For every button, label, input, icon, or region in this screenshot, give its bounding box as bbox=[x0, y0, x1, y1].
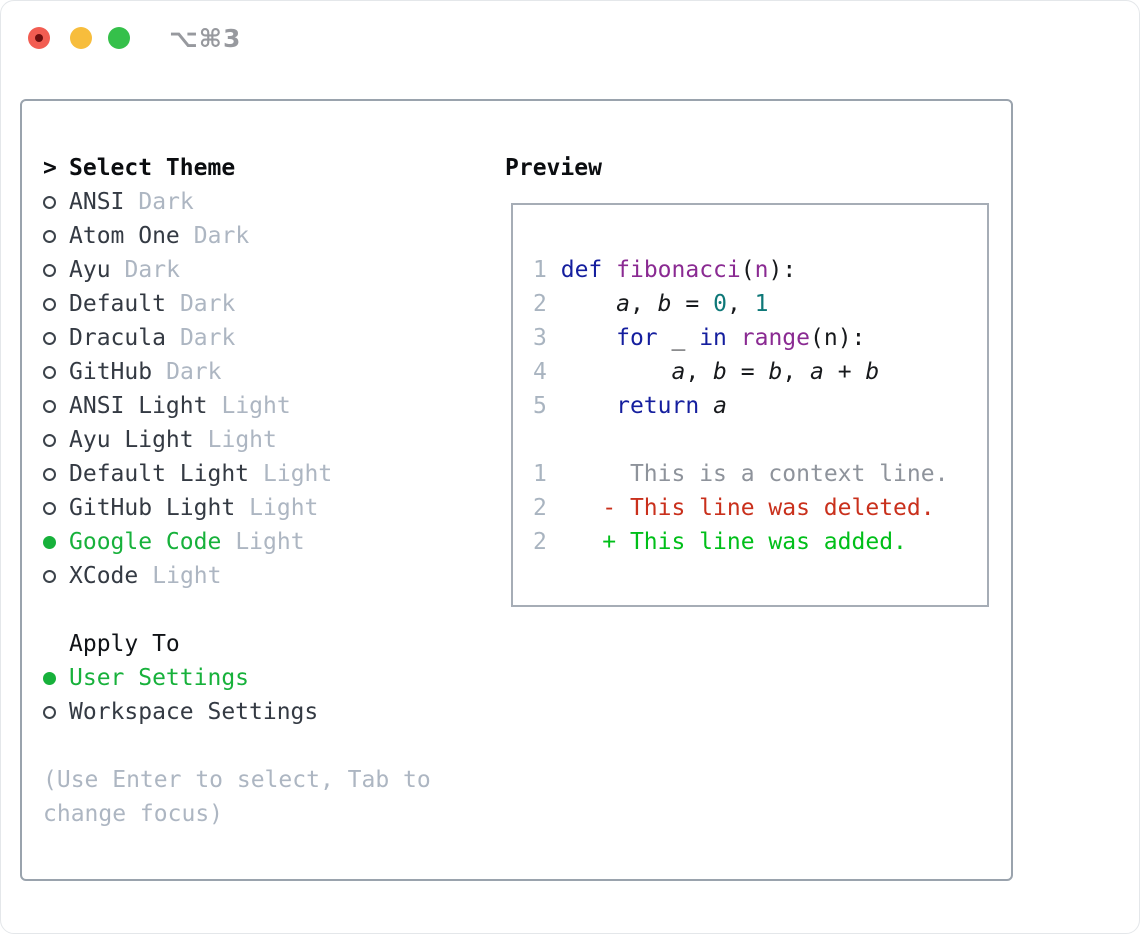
window-title: ⌥⌘3 bbox=[169, 23, 242, 53]
theme-variant-tag: Light bbox=[235, 529, 305, 555]
theme-variant-tag: Light bbox=[221, 393, 291, 419]
apply-option-user-settings[interactable]: User Settings bbox=[43, 661, 431, 695]
theme-variant-tag: Light bbox=[249, 495, 319, 521]
section-title: Apply To bbox=[69, 631, 180, 657]
theme-name: Default bbox=[69, 291, 166, 317]
preview-header: Preview bbox=[505, 155, 602, 181]
code-line: 3 for _ in range(n): bbox=[533, 325, 866, 351]
code-line: 4 a, b = b, a + b bbox=[533, 359, 880, 385]
theme-name: Google Code bbox=[69, 529, 222, 555]
radio-icon bbox=[43, 559, 69, 593]
theme-name: Ayu Light bbox=[69, 427, 194, 453]
theme-name: ANSI bbox=[69, 189, 125, 215]
radio-icon bbox=[43, 321, 69, 355]
theme-name: GitHub bbox=[69, 359, 153, 385]
radio-icon bbox=[43, 457, 69, 491]
code-line: 2 a, b = 0, 1 bbox=[533, 291, 769, 317]
theme-option-github-dark[interactable]: GitHub Dark bbox=[43, 355, 431, 389]
code-line-blank bbox=[533, 423, 948, 457]
radio-icon bbox=[43, 219, 69, 253]
radio-icon bbox=[43, 287, 69, 321]
help-text-line-1: (Use Enter to select, Tab to bbox=[43, 767, 431, 793]
diff-context-line: 1 This is a context line. bbox=[533, 461, 949, 487]
theme-variant-tag: Dark bbox=[138, 189, 194, 215]
cursor-marker: > bbox=[43, 151, 69, 185]
radio-icon bbox=[43, 389, 69, 423]
apply-option-label: User Settings bbox=[69, 665, 250, 691]
radio-selected-icon bbox=[43, 525, 69, 559]
theme-option-dracula-dark[interactable]: Dracula Dark bbox=[43, 321, 431, 355]
theme-variant-tag: Light bbox=[263, 461, 333, 487]
theme-option-ayu-dark[interactable]: Ayu Dark bbox=[43, 253, 431, 287]
radio-icon bbox=[43, 253, 69, 287]
theme-option-default-dark[interactable]: Default Dark bbox=[43, 287, 431, 321]
radio-icon bbox=[43, 423, 69, 457]
theme-name: Default Light bbox=[69, 461, 250, 487]
radio-icon bbox=[43, 185, 69, 219]
theme-variant-tag: Dark bbox=[179, 291, 236, 317]
theme-variant-tag: Dark bbox=[193, 223, 250, 249]
theme-list: > Select Theme ANSI Dark Atom One Dark A… bbox=[43, 151, 431, 831]
theme-variant-tag: Dark bbox=[166, 359, 222, 385]
select-theme-header: > Select Theme bbox=[43, 151, 431, 185]
spacer bbox=[43, 729, 431, 763]
preview-box: 1 def fibonacci(n): 2 a, b = 0, 1 3 for … bbox=[511, 203, 989, 607]
theme-name: GitHub Light bbox=[69, 495, 236, 521]
theme-option-atom-one-dark[interactable]: Atom One Dark bbox=[43, 219, 431, 253]
theme-name: XCode bbox=[69, 563, 139, 589]
theme-option-ansi-dark[interactable]: ANSI Dark bbox=[43, 185, 431, 219]
theme-variant-tag: Light bbox=[152, 563, 222, 589]
theme-variant-tag: Dark bbox=[179, 325, 236, 351]
apply-option-label: Workspace Settings bbox=[69, 699, 319, 725]
code-line: 5 return a bbox=[533, 393, 727, 419]
theme-option-ayu-light[interactable]: Ayu Light Light bbox=[43, 423, 431, 457]
marker-empty bbox=[43, 627, 69, 661]
help-text-line-2: change focus) bbox=[43, 801, 224, 827]
theme-option-default-light[interactable]: Default Light Light bbox=[43, 457, 431, 491]
radio-icon bbox=[43, 355, 69, 389]
section-title: Select Theme bbox=[69, 155, 236, 181]
close-button[interactable] bbox=[28, 27, 50, 49]
theme-option-google-code-light[interactable]: Google Code Light bbox=[43, 525, 431, 559]
spacer bbox=[43, 593, 431, 627]
theme-option-github-light[interactable]: GitHub Light Light bbox=[43, 491, 431, 525]
theme-name: Dracula bbox=[69, 325, 166, 351]
code-line: 1 def fibonacci(n): bbox=[533, 257, 797, 283]
apply-to-header: Apply To bbox=[43, 627, 431, 661]
theme-variant-tag: Light bbox=[207, 427, 277, 453]
theme-picker-panel: > Select Theme ANSI Dark Atom One Dark A… bbox=[20, 99, 1013, 881]
diff-deleted-line: 2 - This line was deleted. bbox=[533, 495, 935, 521]
theme-name: Ayu bbox=[69, 257, 111, 283]
minimize-button[interactable] bbox=[70, 27, 92, 49]
diff-added-line: 2 + This line was added. bbox=[533, 529, 907, 555]
theme-name: Atom One bbox=[69, 223, 180, 249]
theme-option-ansi-light[interactable]: ANSI Light Light bbox=[43, 389, 431, 423]
theme-option-xcode-light[interactable]: XCode Light bbox=[43, 559, 431, 593]
code-preview: 1 def fibonacci(n): 2 a, b = 0, 1 3 for … bbox=[533, 253, 948, 559]
apply-option-workspace-settings[interactable]: Workspace Settings bbox=[43, 695, 431, 729]
radio-selected-icon bbox=[43, 661, 69, 695]
cursor-icon: > bbox=[43, 155, 57, 181]
radio-icon bbox=[43, 695, 69, 729]
theme-name: ANSI Light bbox=[69, 393, 208, 419]
radio-icon bbox=[43, 491, 69, 525]
zoom-button[interactable] bbox=[108, 27, 130, 49]
theme-variant-tag: Dark bbox=[124, 257, 180, 283]
